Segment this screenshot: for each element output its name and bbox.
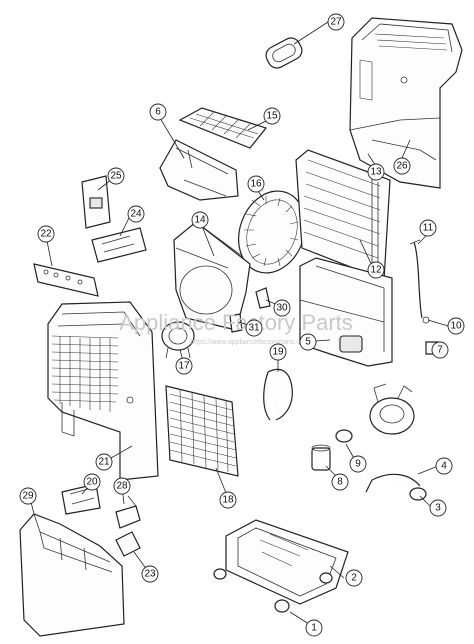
callout-18: 18 (219, 491, 237, 509)
callout-24-label: 24 (130, 209, 142, 220)
part-capacitor (311, 444, 331, 471)
callout-15: 15 (263, 107, 281, 125)
part-capacitor-small (335, 429, 353, 443)
callout-19: 19 (269, 343, 287, 361)
callout-22-label: 22 (40, 229, 52, 240)
part-pcb (91, 227, 147, 263)
callout-16-label: 16 (250, 179, 262, 190)
part-bracket (255, 287, 271, 309)
callout-30-label: 30 (276, 303, 288, 314)
callout-11-label: 11 (423, 223, 434, 234)
part-fan-motor (161, 321, 195, 359)
callout-20: 20 (83, 473, 101, 491)
watermark-text: Appliance Factory Parts (119, 310, 353, 335)
part-control-board (81, 175, 111, 229)
callout-21-label: 21 (98, 457, 110, 468)
part-rear-cabinet (349, 17, 463, 189)
callout-10: 10 (447, 317, 465, 335)
callout-21: 21 (95, 453, 113, 471)
callout-2-label: 2 (351, 573, 357, 584)
callout-14-label: 14 (194, 215, 206, 226)
callout-13-label: 13 (370, 167, 382, 178)
callout-14: 14 (191, 211, 209, 229)
callout-3-label: 3 (435, 503, 441, 514)
callout-29: 29 (19, 487, 37, 505)
callout-23: 23 (141, 565, 159, 583)
callout-1-label: 1 (311, 623, 317, 634)
callout-7: 7 (431, 341, 449, 359)
callout-9-label: 9 (355, 459, 361, 470)
part-handle (265, 37, 303, 69)
part-base-plate (225, 519, 349, 605)
callout-26-label: 26 (396, 161, 408, 172)
part-upper-frame (159, 139, 239, 201)
part-screw (229, 313, 243, 333)
callout-27-label: 27 (330, 17, 342, 28)
callout-8: 8 (331, 473, 349, 491)
callout-12: 12 (367, 261, 385, 279)
callout-29-label: 29 (22, 491, 34, 502)
callout-13: 13 (367, 163, 385, 181)
callout-2: 2 (345, 569, 363, 587)
callout-3: 3 (429, 499, 447, 517)
callout-15-label: 15 (266, 111, 278, 122)
callout-18-label: 18 (222, 495, 234, 506)
callout-6-label: 6 (155, 107, 161, 118)
part-switch (115, 495, 141, 529)
callout-30: 30 (273, 299, 291, 317)
callout-7-label: 7 (437, 345, 443, 356)
part-harness (365, 473, 421, 493)
callout-11: 11 (419, 219, 437, 237)
callout-4-label: 4 (441, 461, 447, 472)
part-drain-tube (409, 239, 430, 324)
callout-28-label: 28 (116, 481, 128, 492)
part-water-bucket (19, 513, 125, 637)
callout-25-label: 25 (110, 171, 122, 182)
part-terminal (409, 487, 427, 501)
callout-1: 1 (305, 619, 323, 637)
callout-9: 9 (349, 455, 367, 473)
part-top-filter (178, 107, 268, 149)
part-fan-housing (173, 221, 251, 331)
callout-22: 22 (37, 225, 55, 243)
callout-12-label: 12 (370, 265, 382, 276)
part-front-filter (165, 385, 239, 477)
callout-10-label: 10 (450, 321, 462, 332)
part-front-cabinet (47, 301, 159, 481)
callout-6: 6 (149, 103, 167, 121)
callout-28: 28 (113, 477, 131, 495)
part-lower-bracket (61, 483, 101, 515)
part-wire (263, 368, 293, 421)
callout-4: 4 (435, 457, 453, 475)
callout-31: 31 (245, 319, 263, 337)
watermark-url: https://www.appliancefactoryparts.com (190, 339, 310, 346)
callout-24: 24 (127, 205, 145, 223)
callout-25: 25 (107, 167, 125, 185)
part-control-panel (33, 263, 99, 297)
callout-19-label: 19 (272, 347, 284, 358)
callout-5-label: 5 (305, 337, 311, 348)
part-coil (295, 149, 391, 281)
callout-8-label: 8 (337, 477, 343, 488)
part-compressor (369, 383, 415, 435)
callout-27: 27 (327, 13, 345, 31)
callout-16: 16 (247, 175, 265, 193)
part-small-cover (115, 531, 141, 557)
part-caster (213, 568, 333, 613)
callout-23-label: 23 (144, 569, 156, 580)
callout-20-label: 20 (86, 477, 98, 488)
callout-5: 5 (299, 333, 317, 351)
callout-17: 17 (175, 357, 193, 375)
callout-17-label: 17 (178, 361, 190, 372)
callout-31-label: 31 (248, 323, 260, 334)
callout-26: 26 (393, 157, 411, 175)
